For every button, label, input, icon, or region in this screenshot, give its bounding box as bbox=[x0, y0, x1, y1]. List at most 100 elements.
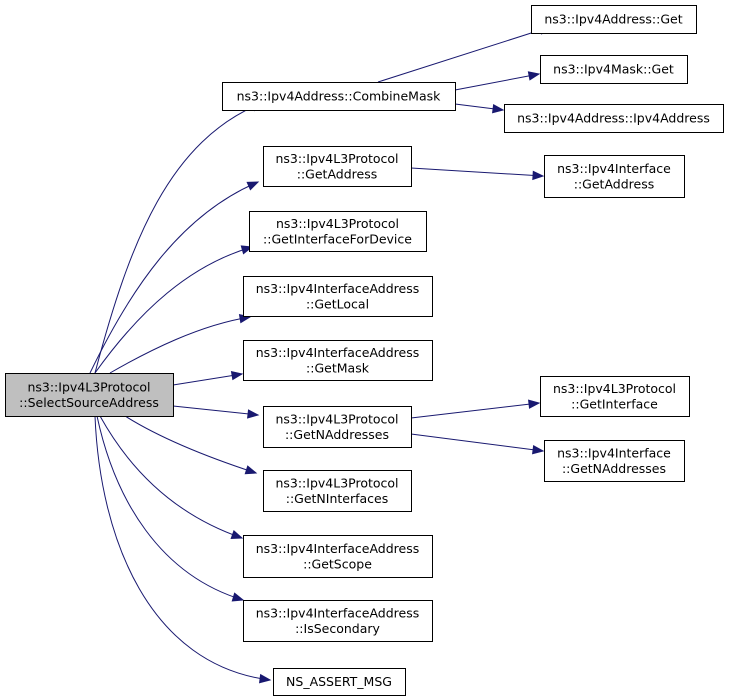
edge-arrowhead bbox=[527, 71, 541, 81]
node-box bbox=[5, 373, 174, 417]
node-box bbox=[540, 55, 688, 84]
node-label-line: NS_ASSERT_MSG bbox=[286, 674, 392, 689]
node-ns-assert-msg[interactable]: NS_ASSERT_MSG bbox=[273, 668, 406, 696]
node-box bbox=[273, 668, 406, 696]
edge-arrowhead bbox=[532, 170, 545, 181]
edge-line bbox=[109, 316, 251, 374]
node-label-line: ::GetScope bbox=[303, 556, 372, 571]
node-box bbox=[222, 82, 456, 111]
node-iface-getnaddresses[interactable]: ns3::Ipv4Interface::GetNAddresses bbox=[544, 440, 685, 482]
node-ifaddr-issecondary[interactable]: ns3::Ipv4InterfaceAddress::IsSecondary bbox=[243, 600, 433, 642]
node-label-line: ::GetNAddresses bbox=[562, 461, 666, 476]
edge-l3-getaddress-to-iface-getaddress bbox=[410, 167, 545, 181]
node-ipv4mask-get[interactable]: ns3::Ipv4Mask::Get bbox=[540, 55, 688, 84]
node-label-line: ns3::Ipv4L3Protocol bbox=[276, 216, 399, 231]
edge-line bbox=[124, 415, 257, 474]
edge-combinemask-to-ipv4address-get bbox=[377, 25, 552, 83]
edge-arrowhead bbox=[230, 370, 244, 381]
node-label-line: ns3::Ipv4Address::Ipv4Address bbox=[517, 111, 710, 126]
node-label-line: ns3::Ipv4L3Protocol bbox=[275, 411, 398, 426]
edge-l3-getnaddresses-to-iface-getnaddresses bbox=[410, 433, 545, 455]
edge-l3-getnaddresses-to-l3-getinterface bbox=[410, 399, 541, 419]
node-box bbox=[504, 104, 724, 133]
edge-arrowhead bbox=[230, 530, 244, 540]
edge-arrowhead bbox=[492, 104, 505, 114]
node-box bbox=[243, 276, 433, 317]
edge-line bbox=[172, 373, 243, 386]
node-label-line: ::GetInterfaceForDevice bbox=[263, 231, 412, 246]
node-box bbox=[243, 535, 433, 578]
node-ifaddr-getlocal[interactable]: ns3::Ipv4InterfaceAddress::GetLocal bbox=[243, 276, 433, 317]
edge-arrowhead bbox=[247, 409, 260, 419]
node-ipv4address-ctor[interactable]: ns3::Ipv4Address::Ipv4Address bbox=[504, 104, 724, 133]
node-label-line: ns3::Ipv4Address::CombineMask bbox=[237, 89, 442, 104]
node-box bbox=[544, 440, 685, 482]
edge-line bbox=[94, 415, 271, 681]
node-label-line: ns3::Ipv4L3Protocol bbox=[553, 381, 676, 396]
edge-line bbox=[94, 246, 253, 374]
node-label-line: ns3::Ipv4InterfaceAddress bbox=[256, 605, 420, 620]
node-label-line: ns3::Ipv4L3Protocol bbox=[275, 475, 398, 490]
nodes-layer: ns3::Ipv4L3Protocol::SelectSourceAddress… bbox=[5, 5, 724, 696]
node-label-line: ::GetInterface bbox=[571, 396, 658, 411]
node-label-line: ::GetNAddresses bbox=[285, 427, 389, 442]
node-combinemask[interactable]: ns3::Ipv4Address::CombineMask bbox=[222, 82, 456, 111]
node-box bbox=[540, 376, 690, 417]
edge-root-to-ns-assert-msg bbox=[94, 415, 272, 684]
edge-root-to-l3-getninterfaces bbox=[124, 415, 258, 475]
node-label-line: ::GetNInterfaces bbox=[286, 491, 389, 506]
edge-arrowhead bbox=[244, 465, 258, 475]
edge-root-to-ifaddr-getmask bbox=[172, 370, 244, 386]
node-label-line: ::GetMask bbox=[306, 360, 370, 375]
node-label-line: ns3::Ipv4Address::Get bbox=[544, 12, 682, 27]
node-ipv4address-get[interactable]: ns3::Ipv4Address::Get bbox=[531, 5, 697, 34]
node-box bbox=[531, 5, 697, 34]
edge-combinemask-to-ipv4address-ctor bbox=[454, 103, 505, 114]
node-label-line: ::IsSecondary bbox=[295, 621, 380, 636]
edge-arrowhead bbox=[532, 445, 545, 455]
node-l3-getinterfacefordevice[interactable]: ns3::Ipv4L3Protocol::GetInterfaceForDevi… bbox=[249, 211, 427, 252]
edge-line bbox=[89, 181, 259, 374]
node-l3-getaddress[interactable]: ns3::Ipv4L3Protocol::GetAddress bbox=[263, 146, 412, 187]
node-root[interactable]: ns3::Ipv4L3Protocol::SelectSourceAddress bbox=[5, 373, 174, 417]
edge-arrowhead bbox=[246, 181, 260, 191]
node-label-line: ns3::Ipv4Mask::Get bbox=[553, 62, 674, 77]
node-l3-getnaddresses[interactable]: ns3::Ipv4L3Protocol::GetNAddresses bbox=[263, 406, 412, 448]
node-box bbox=[544, 155, 685, 198]
node-ifaddr-getscope[interactable]: ns3::Ipv4InterfaceAddress::GetScope bbox=[243, 535, 433, 578]
node-label-line: ::GetAddress bbox=[574, 176, 654, 191]
node-l3-getninterfaces[interactable]: ns3::Ipv4L3Protocol::GetNInterfaces bbox=[263, 470, 412, 512]
edge-root-to-l3-getnaddresses bbox=[172, 405, 260, 419]
node-ifaddr-getmask[interactable]: ns3::Ipv4InterfaceAddress::GetMask bbox=[243, 340, 433, 381]
edge-line bbox=[410, 167, 544, 177]
node-box bbox=[263, 406, 412, 448]
edge-root-to-l3-getinterfacefordevice bbox=[94, 245, 254, 374]
node-label-line: ns3::Ipv4Interface bbox=[557, 445, 671, 460]
edge-line bbox=[410, 433, 544, 452]
node-box bbox=[263, 470, 412, 512]
node-label-line: ns3::Ipv4L3Protocol bbox=[27, 379, 150, 394]
edge-arrowhead bbox=[259, 673, 272, 684]
node-label-line: ns3::Ipv4InterfaceAddress bbox=[256, 541, 420, 556]
node-label-line: ::SelectSourceAddress bbox=[19, 395, 159, 410]
node-box bbox=[243, 340, 433, 381]
edge-root-to-ifaddr-issecondary bbox=[96, 415, 245, 602]
edge-root-to-l3-getaddress bbox=[89, 181, 260, 374]
node-label-line: ns3::Ipv4L3Protocol bbox=[275, 151, 398, 166]
node-label-line: ::GetAddress bbox=[297, 166, 377, 181]
edge-arrowhead bbox=[231, 592, 245, 602]
node-label-line: ::GetLocal bbox=[306, 296, 369, 311]
edge-line bbox=[99, 415, 243, 539]
node-label-line: ns3::Ipv4InterfaceAddress bbox=[256, 281, 420, 296]
edge-root-to-ifaddr-getlocal bbox=[109, 314, 252, 374]
node-iface-getaddress[interactable]: ns3::Ipv4Interface::GetAddress bbox=[544, 155, 685, 198]
edges-layer bbox=[89, 25, 552, 684]
node-box bbox=[249, 211, 427, 252]
node-box bbox=[263, 146, 412, 187]
edge-line bbox=[94, 102, 263, 374]
node-label-line: ns3::Ipv4Interface bbox=[557, 161, 671, 176]
edge-line bbox=[96, 415, 244, 601]
node-l3-getinterface[interactable]: ns3::Ipv4L3Protocol::GetInterface bbox=[540, 376, 690, 417]
node-box bbox=[243, 600, 433, 642]
